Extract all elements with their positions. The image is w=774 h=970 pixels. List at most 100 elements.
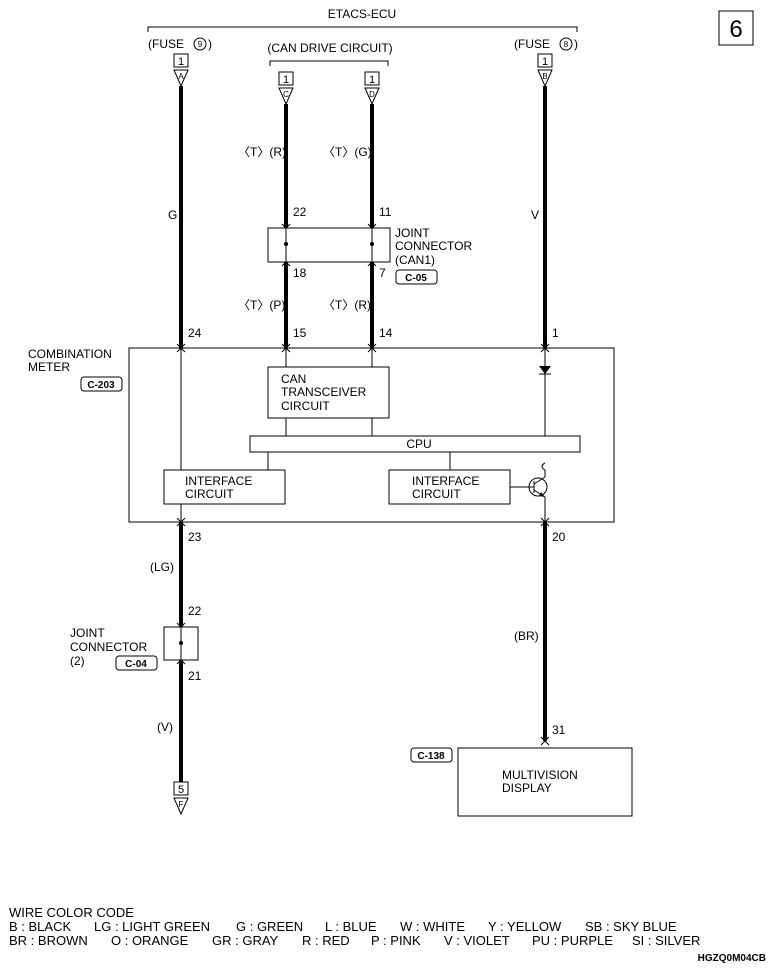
joint2-pin-21: 21 <box>188 669 202 683</box>
meter-pin-14: 14 <box>379 326 393 340</box>
meter-code-box <box>80 376 123 392</box>
joint2-code: C-04 <box>125 659 147 670</box>
connector-can-c: 1 C <box>278 71 294 106</box>
can1-pin-7: 7 <box>379 266 386 280</box>
svg-text:8: 8 <box>564 40 569 49</box>
wire-label-t-p: 〈T〉(P) <box>238 298 285 312</box>
meter-pin-23: 23 <box>188 530 202 544</box>
legend-g: G : GREEN <box>236 919 303 934</box>
interface-right-label-2: CIRCUIT <box>412 487 461 501</box>
svg-text:C: C <box>283 90 289 99</box>
fuse9-label: (FUSE 9 ) <box>148 37 212 51</box>
wire-label-t-r-mid: 〈T〉(R) <box>323 298 371 312</box>
interface-circuit-left-box <box>163 469 286 505</box>
page-number-box <box>718 10 754 46</box>
legend-lg: LG : LIGHT GREEN <box>94 919 210 934</box>
joint-connector-2 <box>163 622 199 665</box>
cpu-box <box>249 435 581 453</box>
interface-left-label-2: CIRCUIT <box>185 487 234 501</box>
svg-text:): ) <box>574 37 578 51</box>
wire-label-v-bottom: (V) <box>157 720 173 734</box>
ecu-bracket <box>147 26 578 32</box>
meter-label-1: COMBINATION <box>28 347 112 361</box>
ecu-title: ETACS-ECU <box>328 7 396 21</box>
display-pin-31: 31 <box>552 723 566 737</box>
legend-r: R : RED <box>302 933 350 948</box>
cpu-label: CPU <box>406 437 431 451</box>
meter-label-2: METER <box>28 360 70 374</box>
transistor-icon <box>528 462 548 498</box>
svg-text:D: D <box>369 90 375 99</box>
meter-pin-20: 20 <box>552 530 566 544</box>
interface-left-label-1: INTERFACE <box>185 474 252 488</box>
legend-si: SI : SILVER <box>632 933 700 948</box>
legend-title: WIRE COLOR CODE <box>9 905 134 920</box>
can1-pin-22: 22 <box>293 205 307 219</box>
legend-gr: GR : GRAY <box>212 933 279 948</box>
svg-text:9: 9 <box>198 40 203 49</box>
can-transceiver-label-1: CAN <box>281 372 306 386</box>
display-pin-mark <box>540 736 550 746</box>
can-transceiver-label-3: CIRCUIT <box>281 399 330 413</box>
interface-circuit-right-box <box>388 469 511 505</box>
joint2-pin-22: 22 <box>188 604 202 618</box>
joint2-label-1: JOINT <box>70 626 105 640</box>
svg-text:1: 1 <box>283 74 289 86</box>
meter-pin-1: 1 <box>552 326 559 340</box>
multivision-display-box <box>457 747 633 817</box>
page-number: 6 <box>729 16 742 43</box>
svg-text:1: 1 <box>369 74 375 86</box>
joint-can1-label-2: CONNECTOR <box>395 239 472 253</box>
can-transceiver-box <box>267 366 390 419</box>
svg-text:1: 1 <box>178 56 184 68</box>
display-code-box <box>410 747 453 763</box>
legend-sb: SB : SKY BLUE <box>585 919 677 934</box>
svg-text:F: F <box>179 800 184 809</box>
svg-text:(FUSE: (FUSE <box>148 37 184 51</box>
legend-v: V : VIOLET <box>444 933 510 948</box>
joint2-label-3: (2) <box>70 654 85 668</box>
interface-right-label-1: INTERFACE <box>412 474 479 488</box>
wire-label-br: (BR) <box>514 629 539 643</box>
can-drive-label: (CAN DRIVE CIRCUIT) <box>267 41 392 55</box>
svg-text:1: 1 <box>542 56 548 68</box>
can1-pin-18: 18 <box>293 266 307 280</box>
svg-text:(FUSE: (FUSE <box>514 37 550 51</box>
display-label-2: DISPLAY <box>502 781 552 795</box>
svg-text:5: 5 <box>178 784 184 796</box>
can1-pin-11: 11 <box>379 205 392 219</box>
fuse8-label: (FUSE 8 ) <box>514 37 578 51</box>
joint-connector-can1 <box>267 223 391 267</box>
joint-can1-label-1: JOINT <box>395 226 430 240</box>
meter-pin-15: 15 <box>293 326 307 340</box>
svg-text:A: A <box>178 72 184 81</box>
joint-can1-code: C-05 <box>405 273 427 284</box>
diode-icon <box>539 366 551 375</box>
wire-label-lg: (LG) <box>150 560 174 574</box>
display-label-1: MULTIVISION <box>502 768 578 782</box>
joint-can1-code-box <box>395 269 438 285</box>
connector-bottom: 5 F <box>173 781 189 816</box>
display-code: C-138 <box>417 751 445 762</box>
connector-fuse9: 1 A <box>173 53 189 88</box>
wire-label-t-r-top: 〈T〉(R) <box>238 145 286 159</box>
legend-o: O : ORANGE <box>111 933 189 948</box>
can-transceiver-label-2: TRANSCEIVER <box>281 385 367 399</box>
legend-br: BR : BROWN <box>9 933 88 948</box>
legend-pu: PU : PURPLE <box>532 933 613 948</box>
can-drive-bracket <box>269 60 389 66</box>
legend-l: L : BLUE <box>325 919 377 934</box>
meter-code: C-203 <box>87 380 115 391</box>
legend-b: B : BLACK <box>9 919 71 934</box>
meter-pin-24: 24 <box>188 326 202 340</box>
joint2-label-2: CONNECTOR <box>70 640 147 654</box>
legend-w: W : WHITE <box>400 919 465 934</box>
svg-text:): ) <box>208 37 212 51</box>
wire-label-v: V <box>531 208 539 222</box>
svg-text:B: B <box>542 72 547 81</box>
wire-label-g: G <box>168 208 177 222</box>
legend-y: Y : YELLOW <box>488 919 562 934</box>
joint-can1-label-3: (CAN1) <box>395 253 435 267</box>
joint2-code-box <box>115 655 158 671</box>
